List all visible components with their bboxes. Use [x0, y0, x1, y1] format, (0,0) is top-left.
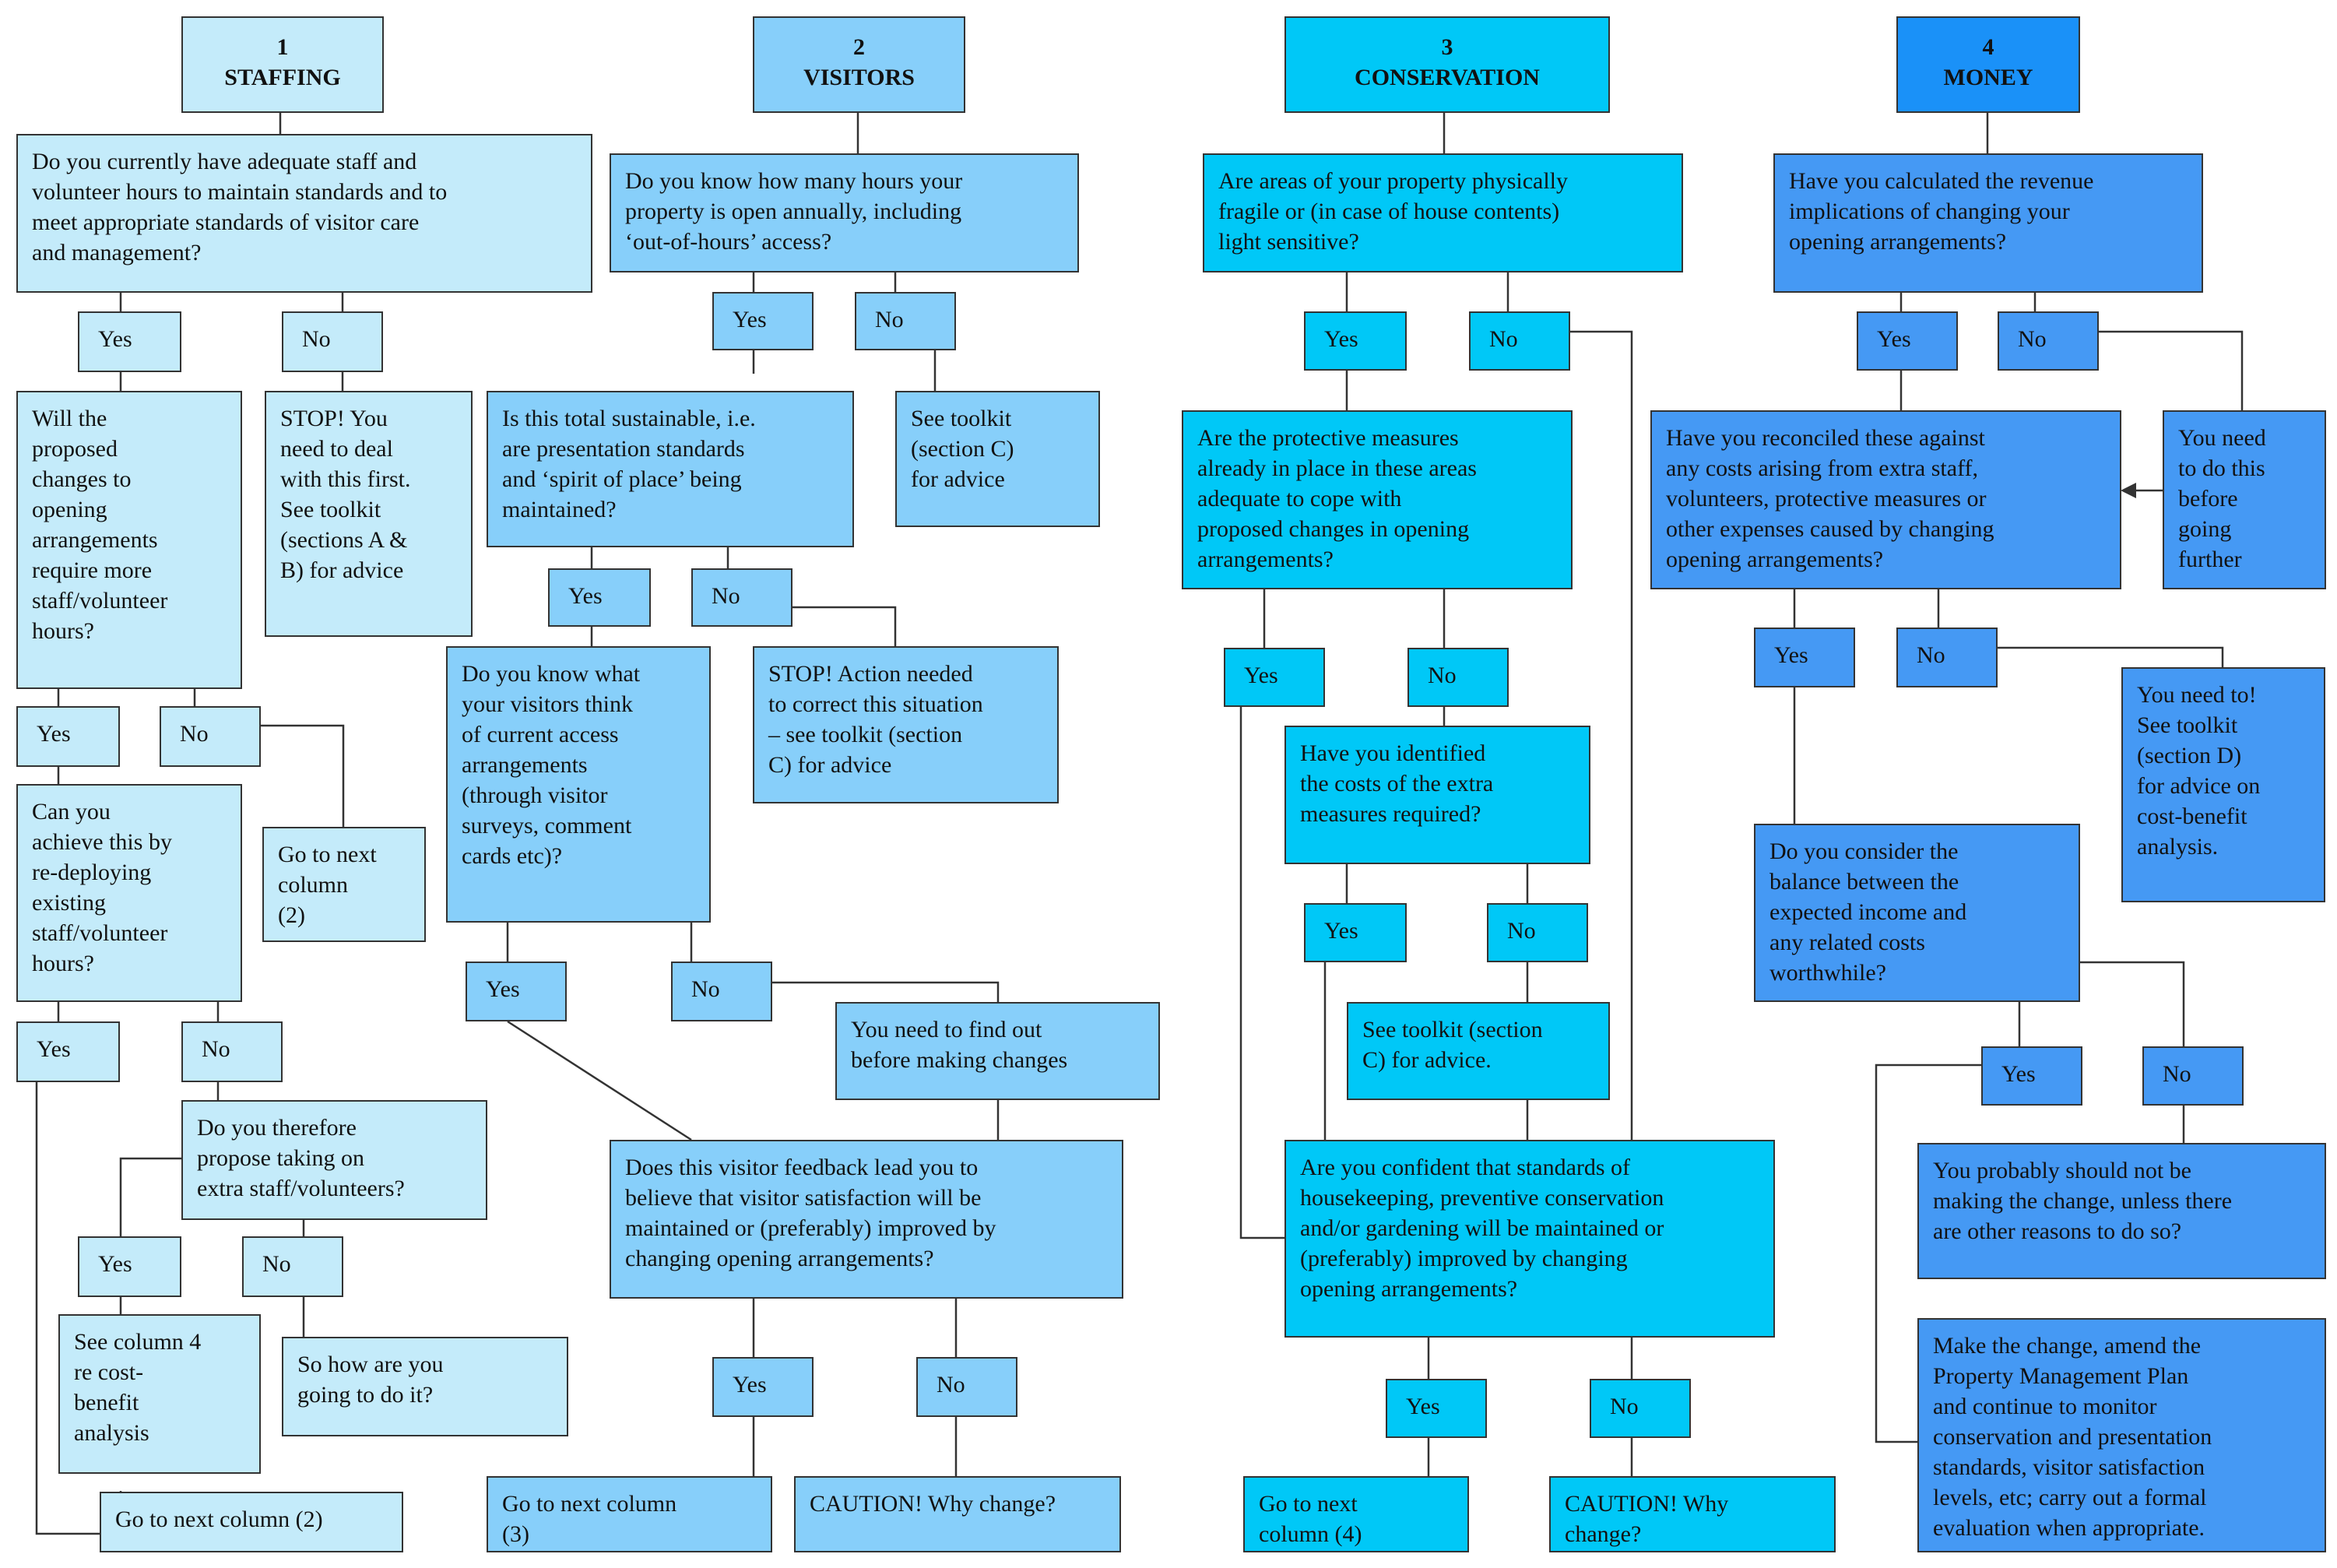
money-q3-no: No	[2142, 1046, 2244, 1106]
staffing-q2-yes: Yes	[16, 706, 120, 767]
column-4-header: 4 MONEY	[1896, 16, 2080, 113]
visitors-toolkit-c-note: See toolkit (section C) for advice	[895, 391, 1100, 527]
connector	[772, 606, 897, 646]
conservation-q2-no: No	[1407, 648, 1509, 707]
connector	[119, 1157, 181, 1236]
staffing-q1-no: No	[282, 311, 383, 372]
visitors-q4-no: No	[916, 1357, 1017, 1417]
conservation-question-identified-costs: Have you identified the costs of the ext…	[1284, 726, 1590, 864]
staffing-q4-no: No	[242, 1236, 343, 1297]
connector	[35, 1082, 100, 1535]
money-question-worthwhile: Do you consider the balance between the …	[1754, 824, 2080, 1002]
conservation-q2-yes: Yes	[1224, 648, 1325, 707]
conservation-q1-yes: Yes	[1304, 311, 1407, 371]
conservation-question-fragile: Are areas of your property physically fr…	[1203, 153, 1683, 272]
conservation-q1-no: No	[1469, 311, 1570, 371]
conservation-question-confident-standards: Are you confident that standards of hous…	[1284, 1140, 1775, 1338]
money-q1-yes: Yes	[1857, 311, 1958, 371]
visitors-question-visitor-views: Do you know what your visitors think of …	[446, 646, 711, 923]
staffing-go-next-column-note: Go to next column (2)	[262, 827, 426, 942]
visitors-q3-yes: Yes	[466, 962, 567, 1021]
money-q3-yes: Yes	[1981, 1046, 2082, 1106]
connector	[772, 981, 1000, 1002]
staffing-how-note: So how are you going to do it?	[282, 1337, 568, 1436]
staffing-question-redeploy: Can you achieve this by re-deploying exi…	[16, 784, 242, 1002]
visitors-q2-no: No	[691, 568, 792, 627]
money-make-the-change-note: Make the change, amend the Property Mana…	[1917, 1318, 2326, 1552]
staffing-q2-no: No	[160, 706, 261, 767]
conservation-q4-no: No	[1590, 1379, 1691, 1438]
column-1-header: 1 STAFFING	[181, 16, 384, 113]
connector	[1570, 330, 1633, 1140]
staffing-question-adequate-hours: Do you currently have adequate staff and…	[16, 134, 592, 293]
connector	[507, 1020, 692, 1141]
arrowhead	[2121, 483, 2136, 498]
money-question-reconciled-costs: Have you reconciled these against any co…	[1650, 410, 2121, 589]
staffing-q3-yes: Yes	[16, 1021, 120, 1082]
visitors-q4-yes: Yes	[712, 1357, 814, 1417]
conservation-q3-yes: Yes	[1304, 903, 1407, 962]
connector	[1875, 1063, 1981, 1443]
conservation-caution-note: CAUTION! Why change?	[1549, 1476, 1836, 1552]
staffing-q4-yes: Yes	[78, 1236, 181, 1297]
conservation-question-protective-measures: Are the protective measures already in p…	[1182, 410, 1573, 589]
money-q2-yes: Yes	[1754, 628, 1855, 687]
staffing-q3-no: No	[181, 1021, 283, 1082]
visitors-question-satisfaction: Does this visitor feedback lead you to b…	[610, 1140, 1123, 1299]
connector	[1239, 707, 1284, 1239]
visitors-stop-note: STOP! Action needed to correct this situ…	[753, 646, 1059, 803]
money-do-this-first-note: You need to do this before going further	[2163, 410, 2326, 589]
money-q1-no: No	[1998, 311, 2099, 371]
visitors-caution-note: CAUTION! Why change?	[794, 1476, 1121, 1552]
visitors-find-out-note: You need to find out before making chang…	[835, 1002, 1160, 1100]
conservation-q4-yes: Yes	[1386, 1379, 1487, 1438]
money-q2-no: No	[1896, 628, 1998, 687]
staffing-question-extra-staff: Do you therefore propose taking on extra…	[181, 1100, 487, 1220]
visitors-question-hours-open: Do you know how many hours your property…	[610, 153, 1079, 272]
visitors-q3-no: No	[671, 962, 772, 1021]
visitors-q1-no: No	[855, 292, 956, 350]
visitors-q1-yes: Yes	[712, 292, 814, 350]
staffing-question-more-hours: Will the proposed changes to opening arr…	[16, 391, 242, 689]
visitors-go-next-column: Go to next column (3)	[487, 1476, 772, 1552]
conservation-q3-no: No	[1487, 903, 1588, 962]
column-3-header: 3 CONSERVATION	[1284, 16, 1610, 113]
money-need-to-note: You need to! See toolkit (section D) for…	[2121, 667, 2325, 902]
visitors-q2-yes: Yes	[548, 568, 651, 627]
connector	[1998, 646, 2224, 667]
money-probably-not-note: You probably should not be making the ch…	[1917, 1143, 2326, 1279]
column-2-header: 2 VISITORS	[753, 16, 965, 113]
staffing-go-next-column-final: Go to next column (2)	[100, 1492, 403, 1552]
connector	[2098, 330, 2244, 410]
conservation-toolkit-c-note: See toolkit (section C) for advice.	[1347, 1002, 1610, 1100]
staffing-see-column-4-note: See column 4 re cost- benefit analysis	[58, 1314, 261, 1474]
visitors-question-sustainable: Is this total sustainable, i.e. are pres…	[487, 391, 854, 547]
staffing-stop-note: STOP! You need to deal with this first. …	[265, 391, 473, 637]
conservation-go-next-column: Go to next column (4)	[1243, 1476, 1469, 1552]
staffing-q1-yes: Yes	[78, 311, 181, 372]
connector	[261, 724, 345, 827]
connector	[2044, 961, 2185, 1046]
money-question-revenue: Have you calculated the revenue implicat…	[1773, 153, 2203, 293]
